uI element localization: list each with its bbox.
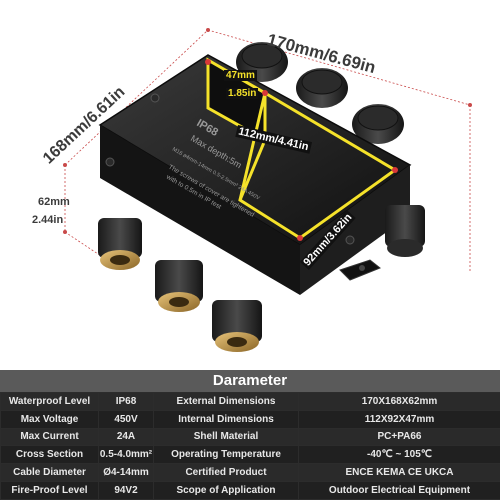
param-label: Scope of Application <box>154 481 299 499</box>
table-row: Max Current 24A Shell Material PC+PA66 <box>1 428 500 446</box>
param-value: Ø4-14mm <box>99 464 154 482</box>
param-value: Outdoor Electrical Equipment <box>299 481 500 499</box>
param-value: -40℃ ~ 105℃ <box>299 446 500 464</box>
height-in-label: 2.44in <box>32 214 63 226</box>
param-value: IP68 <box>99 393 154 411</box>
table-row: Max Voltage 450V Internal Dimensions 112… <box>1 410 500 428</box>
param-label: Operating Temperature <box>154 446 299 464</box>
product-illustration: IP68 Max depth:5m M16 ø4mm-14mm 0.5-2.5m… <box>0 0 500 370</box>
param-label: External Dimensions <box>154 393 299 411</box>
inner-depth-mm-label: 47mm <box>224 70 257 81</box>
table-row: Cross Section 0.5-4.0mm² Operating Tempe… <box>1 446 500 464</box>
table-row: Fire-Proof Level 94V2 Scope of Applicati… <box>1 481 500 499</box>
param-label: Cross Section <box>1 446 99 464</box>
param-label: Waterproof Level <box>1 393 99 411</box>
param-label: Max Voltage <box>1 410 99 428</box>
param-value: PC+PA66 <box>299 428 500 446</box>
param-value: ENCE KEMA CE UKCA <box>299 464 500 482</box>
inner-depth-in-label: 1.85in <box>226 88 258 99</box>
table-row: Cable Diameter Ø4-14mm Certified Product… <box>1 464 500 482</box>
param-label: Fire-Proof Level <box>1 481 99 499</box>
parameter-table: Darameter Waterproof Level IP68 External… <box>0 370 500 493</box>
table-title: Darameter <box>0 370 500 392</box>
param-label: Certified Product <box>154 464 299 482</box>
parameter-grid: Waterproof Level IP68 External Dimension… <box>0 392 500 500</box>
param-value: 112X92X47mm <box>299 410 500 428</box>
param-value: 170X168X62mm <box>299 393 500 411</box>
param-value: 94V2 <box>99 481 154 499</box>
param-label: Max Current <box>1 428 99 446</box>
param-label: Cable Diameter <box>1 464 99 482</box>
param-value: 450V <box>99 410 154 428</box>
param-label: Internal Dimensions <box>154 410 299 428</box>
table-row: Waterproof Level IP68 External Dimension… <box>1 393 500 411</box>
height-mm-label: 62mm <box>38 196 70 208</box>
param-value: 24A <box>99 428 154 446</box>
param-label: Shell Material <box>154 428 299 446</box>
param-value: 0.5-4.0mm² <box>99 446 154 464</box>
